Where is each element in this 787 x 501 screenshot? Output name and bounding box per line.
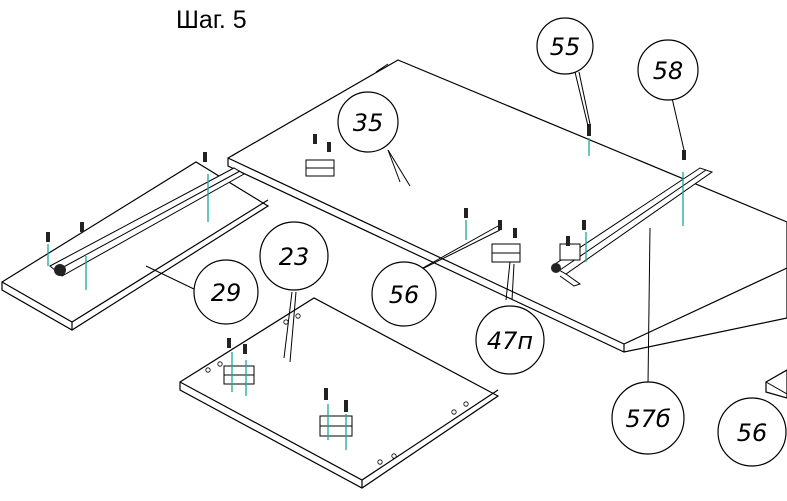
bracket-23a: [223, 365, 255, 385]
bracket-35a: [305, 159, 335, 177]
callout-57b-label: 57б: [625, 405, 671, 433]
holes-23: [205, 313, 469, 465]
rail-left: [49, 167, 245, 277]
bracket-23b: [319, 415, 353, 437]
callout-23: 23: [259, 221, 329, 291]
dowels-35: [465, 138, 684, 262]
callout-57b: 57б: [611, 381, 685, 455]
panel-partial-right: [765, 369, 787, 399]
panel-23: [179, 297, 500, 489]
screws-23: [227, 338, 348, 412]
callout-29: 29: [193, 259, 259, 325]
callout-47p-label: 47п: [487, 327, 533, 355]
leaders: [145, 71, 685, 385]
callout-58-label: 58: [653, 57, 684, 85]
dowels-23: [231, 352, 347, 450]
callout-56-center-label: 56: [389, 281, 420, 309]
callout-29-label: 29: [211, 279, 242, 307]
callout-35-label: 35: [353, 109, 384, 137]
callout-55: 55: [536, 17, 594, 75]
callout-35: 35: [337, 91, 399, 153]
dowels-29: [47, 174, 209, 290]
step-title: Шаг. 5: [176, 6, 247, 34]
panel-29: [1, 152, 270, 331]
callout-55-label: 55: [550, 33, 581, 61]
bracket-35b: [491, 243, 521, 263]
callout-47p: 47п: [475, 305, 545, 375]
callout-56-right: 56: [717, 397, 787, 467]
screws-29: [46, 152, 207, 242]
callout-58: 58: [637, 39, 699, 101]
callout-23-label: 23: [279, 243, 310, 271]
callout-56-center: 56: [371, 261, 437, 327]
bracket-35c: [559, 243, 581, 261]
rail-right: [551, 167, 714, 287]
callout-56-right-label: 56: [737, 419, 768, 447]
screws-35: [313, 124, 686, 246]
